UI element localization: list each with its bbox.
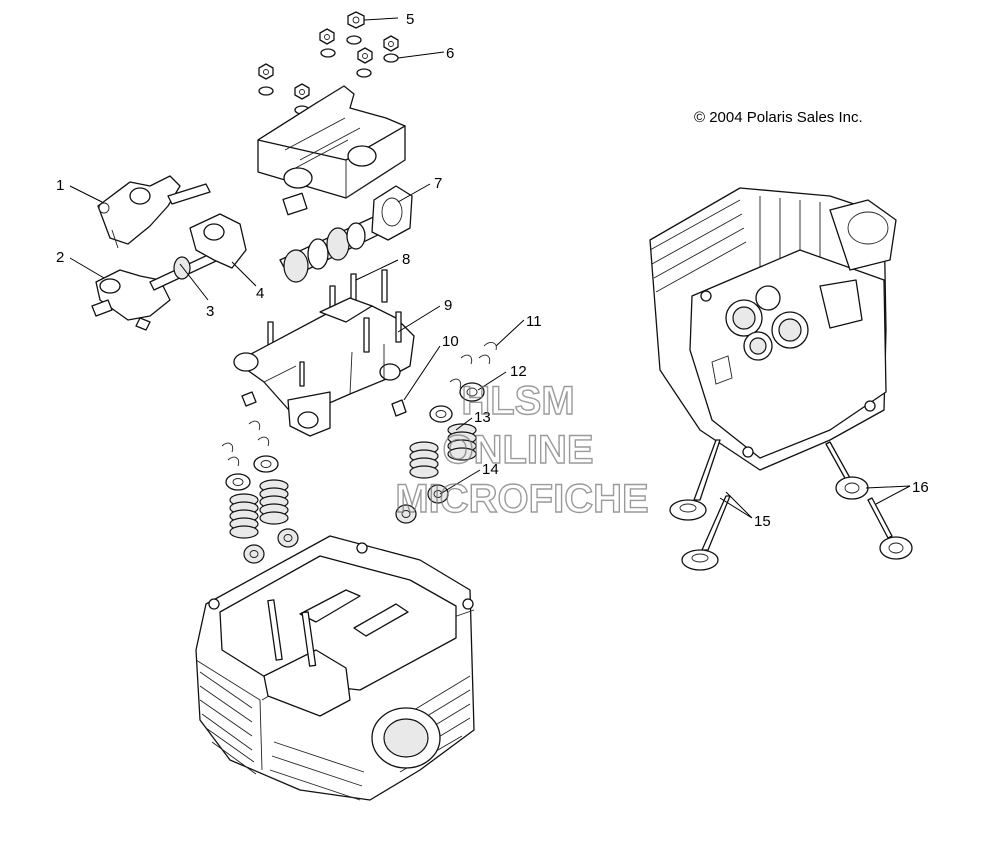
callout-11: 11 <box>526 313 542 330</box>
nut <box>383 35 399 52</box>
washer <box>258 86 274 96</box>
nut <box>319 28 335 45</box>
camshaft-7 <box>279 185 413 283</box>
callout-12: 12 <box>510 363 527 380</box>
callout-8: 8 <box>402 251 410 268</box>
cylinder-head-top <box>195 535 475 801</box>
leader-lines <box>69 17 911 519</box>
valve-spring <box>409 441 439 479</box>
watermark-line-3: MICROFICHE <box>395 477 648 521</box>
valves-16 <box>825 441 913 560</box>
callout-16: 16 <box>912 479 929 496</box>
valve-stem-seals-14 <box>243 484 449 564</box>
rocker-arm-1 <box>97 175 211 249</box>
exhaust-valve <box>825 441 869 500</box>
exhaust-valve <box>867 497 913 560</box>
valve-springs-13 <box>229 423 477 539</box>
camshaft-cap <box>257 85 406 216</box>
callout-15: 15 <box>754 513 771 530</box>
valve-keepers-11 <box>221 342 497 467</box>
watermark: HLSM ONLINE MICROFICHE <box>395 378 650 521</box>
washer <box>320 48 336 58</box>
callout-2: 2 <box>56 249 64 266</box>
callout-10: 10 <box>442 333 459 350</box>
rocker-holder-9 <box>233 297 415 437</box>
dowel-pin <box>241 391 257 407</box>
washer <box>346 35 362 45</box>
callout-9: 9 <box>444 297 452 314</box>
watermark-line-2: ONLINE <box>442 428 593 472</box>
intake-valve <box>681 495 731 571</box>
rocker-arm-4 <box>189 213 247 269</box>
cylinder-head-bottom <box>649 187 897 471</box>
callout-13: 13 <box>474 409 491 426</box>
dowel-pins <box>241 391 407 417</box>
callout-5: 5 <box>406 11 414 28</box>
washer <box>356 68 372 78</box>
nuts-and-washers <box>258 11 399 115</box>
intake-valve <box>669 439 721 521</box>
callout-7: 7 <box>434 175 442 192</box>
nut <box>357 47 373 64</box>
watermark-line-1: HLSM <box>461 379 574 423</box>
nut <box>258 63 274 80</box>
callout-6: 6 <box>446 45 454 62</box>
callout-1: 1 <box>56 177 64 194</box>
nut <box>294 83 310 100</box>
valve-spring <box>259 479 289 525</box>
spring-retainers-12 <box>225 382 485 491</box>
dowel-pin-10 <box>391 399 407 417</box>
washer-6 <box>383 53 399 63</box>
nut-5 <box>347 11 365 29</box>
callout-3: 3 <box>206 303 214 320</box>
copyright-text: © 2004 Polaris Sales Inc. <box>694 109 863 126</box>
valve-spring <box>447 423 477 461</box>
callouts: 1 2 3 4 5 6 7 8 9 10 11 12 13 14 15 16 <box>56 11 929 530</box>
callout-4: 4 <box>256 285 264 302</box>
valve-spring <box>229 493 259 539</box>
callout-14: 14 <box>482 461 499 478</box>
valves-15 <box>669 439 731 571</box>
